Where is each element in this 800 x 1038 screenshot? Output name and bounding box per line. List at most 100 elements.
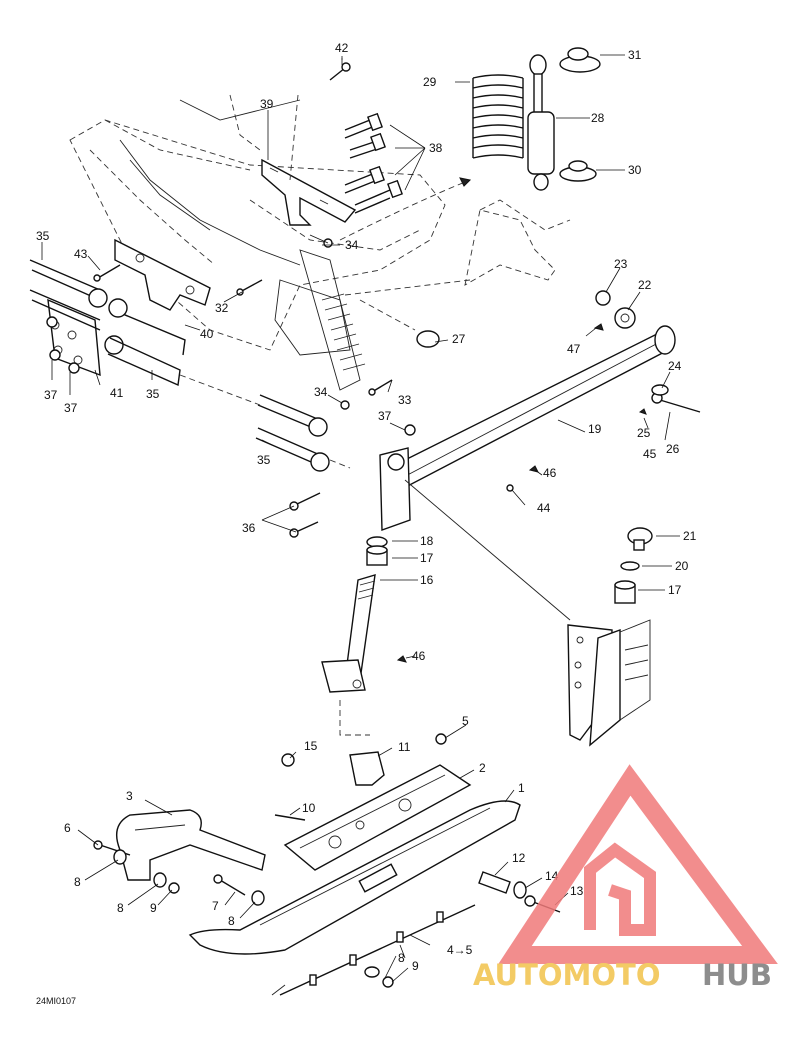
callout-30: 30 (628, 163, 642, 177)
callout-7: 7 (212, 899, 219, 913)
callout-35-a: 35 (36, 229, 50, 243)
callout-29: 29 (423, 75, 437, 89)
bolt-26 (651, 392, 701, 413)
grease-44 (506, 484, 514, 492)
screw-33 (368, 379, 393, 396)
nuts-37-left (46, 316, 80, 374)
bellows (321, 293, 366, 371)
plug-27 (416, 330, 440, 348)
callout-16: 16 (420, 573, 434, 587)
washer-8-lower (364, 966, 394, 988)
handle-3 (116, 809, 266, 881)
callout-36: 36 (242, 521, 256, 535)
callout-18: 18 (420, 534, 434, 548)
callout-23: 23 (614, 257, 628, 271)
callout-12: 12 (512, 851, 526, 865)
bushing-17-right (614, 580, 636, 604)
callout-44: 44 (537, 501, 551, 515)
callout-27: 27 (452, 332, 466, 346)
nut-47 (593, 323, 604, 331)
callout-5: 5 (462, 714, 469, 728)
callout-37-c: 37 (378, 409, 392, 423)
callout-42: 42 (335, 41, 349, 55)
bolts-36 (289, 492, 321, 538)
callout-35-b: 35 (146, 387, 160, 401)
screw-42 (329, 62, 351, 81)
callout-47: 47 (567, 342, 581, 356)
spacer-12 (478, 871, 511, 894)
spring-29 (472, 74, 524, 159)
washer-8-c (251, 890, 265, 906)
right-spindle-housing (567, 619, 651, 747)
callout-8-d: 8 (398, 951, 405, 965)
studs (309, 911, 444, 986)
ring-20 (620, 561, 640, 571)
watermark-text-hub: HUB (702, 958, 772, 992)
bushing-17 (366, 545, 388, 566)
bolt-10 (274, 814, 306, 821)
callout-9-b: 9 (412, 959, 419, 973)
callout-8-c: 8 (228, 914, 235, 928)
ski-1 (188, 800, 521, 955)
washer-24 (651, 384, 669, 396)
swing-arm-19 (379, 325, 676, 531)
nut-34-mid (340, 400, 350, 410)
washer-8-a (113, 849, 127, 865)
cup-30 (559, 160, 597, 182)
nut-46-lower (396, 655, 407, 663)
callout-19: 19 (588, 422, 602, 436)
cap-21 (627, 527, 653, 551)
callout-35-c: 35 (257, 453, 271, 467)
callout-31: 31 (628, 48, 642, 62)
bracket-2 (283, 764, 472, 871)
callout-2: 2 (479, 761, 486, 775)
callout-20: 20 (675, 559, 689, 573)
callout-45: 45 (643, 447, 657, 461)
callout-46-a: 46 (543, 466, 557, 480)
callout-40: 40 (200, 327, 214, 341)
callout-46-b: 46 (412, 649, 426, 663)
bushing-22 (614, 307, 636, 329)
callout-25: 25 (637, 426, 651, 440)
callout-22: 22 (638, 278, 652, 292)
cup-31 (559, 47, 601, 73)
callout-33: 33 (398, 393, 412, 407)
callout-17-b: 17 (668, 583, 682, 597)
callout-26: 26 (666, 442, 680, 456)
nut-5 (435, 733, 447, 745)
callout-38: 38 (429, 141, 443, 155)
callout-8-b: 8 (117, 901, 124, 915)
leader-lines (41, 56, 680, 983)
callout-37-b: 37 (64, 401, 78, 415)
washer-23 (595, 290, 611, 306)
callout-21: 21 (683, 529, 697, 543)
callout-9-a: 9 (150, 901, 157, 915)
watermark-letter-g (584, 842, 656, 936)
diagram-code: 24MI0107 (36, 996, 76, 1006)
shock-28 (527, 54, 555, 191)
bracket-39 (261, 158, 357, 226)
watermark-logo: AUTOMOTO HUB (473, 764, 778, 992)
callout-17-a: 17 (420, 551, 434, 565)
washer-14 (513, 881, 527, 899)
callout-39: 39 (260, 97, 274, 111)
bolt-7 (213, 874, 246, 896)
tubes-35-right (179, 374, 351, 472)
watermark-triangle-outer (498, 764, 778, 964)
bolts-38 (344, 112, 403, 214)
nut-45 (638, 408, 647, 415)
callout-28: 28 (591, 111, 605, 125)
callout-34-top: 34 (345, 238, 359, 252)
callout-37-a: 37 (44, 388, 58, 402)
callout-3: 3 (126, 789, 133, 803)
callout-13: 13 (570, 884, 584, 898)
upper-bracket (464, 199, 571, 286)
callout-41: 41 (110, 386, 124, 400)
watermark-text-automoto: AUTOMOTO (473, 958, 660, 992)
plate-40 (114, 238, 211, 311)
tubes-35-left (29, 259, 186, 387)
callout-10: 10 (302, 801, 316, 815)
callout-1: 1 (518, 781, 525, 795)
screw-43 (93, 264, 121, 282)
